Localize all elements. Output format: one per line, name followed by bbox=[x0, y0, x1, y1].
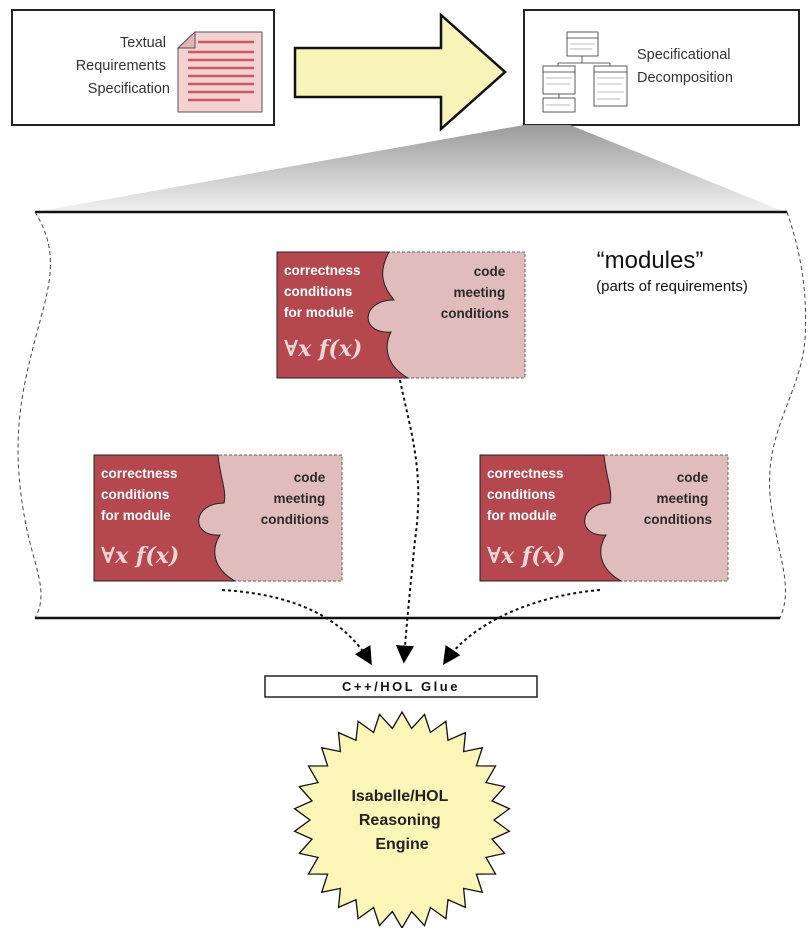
class-diagram-icon bbox=[542, 31, 628, 113]
svg-text:code meeting condi: code meeting conditions bbox=[644, 470, 712, 527]
svg-text:correctness conditions: correctness conditions for module bbox=[487, 466, 567, 523]
flow-arrows bbox=[221, 379, 601, 666]
engine-starburst bbox=[293, 710, 511, 928]
reasoning-engine: Isabelle/HOL Reasoning Engine bbox=[293, 710, 511, 928]
zoom-funnel bbox=[35, 125, 785, 212]
forall-formula: ∀x f(x) bbox=[487, 543, 565, 569]
module-piece-right: correctness conditions for module ∀x f(x… bbox=[479, 454, 729, 582]
specificational-decomposition-box: Specificational Decomposition bbox=[523, 9, 800, 126]
svg-text:correctness conditions: correctness conditions for module bbox=[284, 263, 364, 320]
textual-box-label: Textual Requirements Specification bbox=[76, 35, 170, 97]
forall-formula: ∀x f(x) bbox=[101, 543, 179, 569]
svg-text:code meeting condi: code meeting conditions bbox=[441, 264, 509, 321]
decomposition-box-label: Specificational Decomposition bbox=[637, 47, 735, 86]
textual-requirements-box: Textual Requirements Specification bbox=[11, 9, 275, 126]
engine-label: Isabelle/HOL Reasoning Engine bbox=[351, 788, 452, 853]
document-icon bbox=[176, 30, 263, 113]
arrow-top-to-glue bbox=[395, 379, 420, 664]
module-piece-left: correctness conditions for module ∀x f(x… bbox=[93, 454, 343, 582]
module-piece-top: correctness conditions for module ∀x f(x… bbox=[276, 251, 526, 379]
glue-bar: C++/HOL Glue bbox=[264, 675, 538, 698]
modules-subtitle: (parts of requirements) bbox=[596, 278, 748, 295]
arrow-left-to-glue bbox=[221, 589, 372, 666]
modules-title: “modules” bbox=[597, 247, 704, 274]
glue-label: C++/HOL Glue bbox=[342, 679, 460, 694]
forall-formula: ∀x f(x) bbox=[284, 336, 362, 362]
svg-text:code meeting condi: code meeting conditions bbox=[261, 470, 329, 527]
arrow-right-to-glue bbox=[442, 589, 601, 665]
svg-text:correctness conditions: correctness conditions for module bbox=[101, 466, 181, 523]
big-right-arrow bbox=[293, 12, 507, 132]
